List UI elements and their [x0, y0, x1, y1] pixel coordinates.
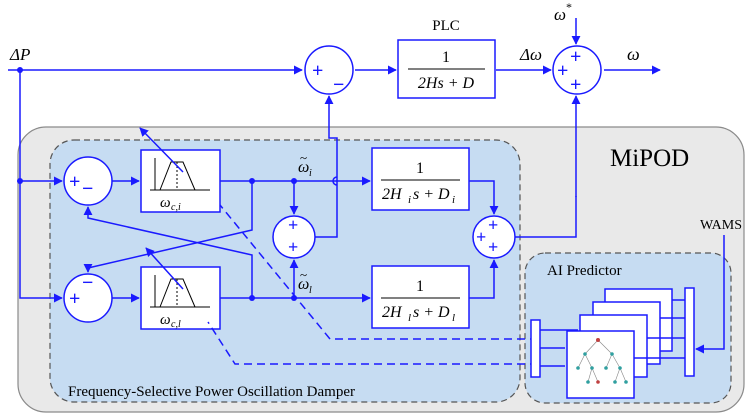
- svg-text:+: +: [476, 227, 486, 247]
- svg-text:~: ~: [300, 267, 307, 282]
- svg-text:i: i: [309, 168, 312, 179]
- svg-text:i: i: [408, 194, 411, 206]
- svg-text:+: +: [570, 46, 581, 68]
- sum-right: + + +: [472, 215, 516, 259]
- ai-predictor-lines: [540, 235, 725, 367]
- sum-middle: + +: [272, 215, 316, 259]
- sum-branch-i: + −: [63, 156, 113, 206]
- svg-text:ω: ω: [298, 159, 309, 176]
- wams-label: WAMS: [700, 218, 742, 233]
- svg-text:l: l: [309, 285, 312, 296]
- omega-output-label: ω: [627, 44, 640, 64]
- plc-path: [8, 18, 661, 197]
- svg-text:+: +: [312, 60, 323, 82]
- svg-text:+: +: [69, 288, 80, 310]
- filter-block-i: ω c,i: [140, 149, 221, 213]
- svg-text:−: −: [333, 74, 344, 96]
- svg-text:−: −: [82, 178, 93, 200]
- svg-text:c,l: c,l: [171, 319, 181, 330]
- ai-control-lines: [207, 204, 538, 365]
- ai-predictor-stack: [530, 287, 695, 399]
- svg-text:c,i: c,i: [171, 202, 181, 213]
- junction-upper-1: [249, 178, 255, 184]
- svg-text:+: +: [557, 60, 568, 82]
- svg-text:2H: 2H: [382, 304, 403, 321]
- svg-text:l: l: [452, 312, 455, 324]
- svg-text:+: +: [69, 171, 80, 193]
- svg-text:s + D: s + D: [413, 304, 450, 321]
- ai-predictor-title: AI Predictor: [547, 263, 622, 279]
- svg-text:+: +: [488, 215, 498, 235]
- omega-ref-label: ω *: [554, 0, 572, 24]
- mipod-title: MiPOD: [610, 145, 689, 172]
- delta-p-label: ΔP: [9, 45, 30, 64]
- delta-p-junction-top: [17, 67, 23, 73]
- decision-tree-icon: [577, 339, 627, 383]
- svg-text:~: ~: [300, 150, 307, 165]
- filter-block-l: ω c,l: [140, 266, 221, 330]
- svg-text:ω: ω: [160, 312, 171, 328]
- svg-text:−: −: [82, 272, 93, 294]
- junction-upper-2: [291, 178, 297, 184]
- block-gi: 1 2H i s + D i: [371, 147, 470, 211]
- svg-text:+: +: [570, 74, 581, 96]
- svg-text:ω: ω: [160, 195, 171, 211]
- svg-text:s + D: s + D: [413, 186, 450, 203]
- omega-l-label: ~ ω l: [298, 267, 312, 296]
- svg-text:l: l: [408, 312, 411, 324]
- svg-text:+: +: [488, 237, 498, 257]
- omega-i-label: ~ ω i: [298, 150, 312, 179]
- svg-text:+: +: [288, 215, 298, 235]
- block-gl: 1 2H l s + D l: [371, 265, 470, 329]
- sum-plc: + −: [304, 45, 354, 96]
- svg-text:2H: 2H: [382, 186, 403, 203]
- junction-lower-1: [249, 295, 255, 301]
- svg-text:*: *: [566, 0, 572, 14]
- svg-text:ω: ω: [554, 5, 566, 24]
- sum-output: + + +: [552, 45, 602, 96]
- plc-block: 1 2Hs + D: [397, 39, 496, 99]
- svg-text:ω: ω: [298, 276, 309, 293]
- delta-omega-label: Δω: [519, 45, 542, 64]
- svg-text:2Hs + D: 2Hs + D: [418, 75, 475, 92]
- svg-text:i: i: [452, 194, 455, 206]
- tuning-arrows: [139, 127, 184, 290]
- svg-text:1: 1: [416, 160, 424, 177]
- svg-text:+: +: [288, 237, 298, 257]
- delta-p-feeds: [19, 70, 63, 303]
- svg-text:1: 1: [442, 49, 450, 66]
- delta-p-junction-mid: [17, 178, 23, 184]
- damper-caption: Frequency-Selective Power Oscillation Da…: [68, 384, 355, 400]
- svg-text:1: 1: [416, 278, 424, 295]
- plc-title: PLC: [432, 18, 460, 34]
